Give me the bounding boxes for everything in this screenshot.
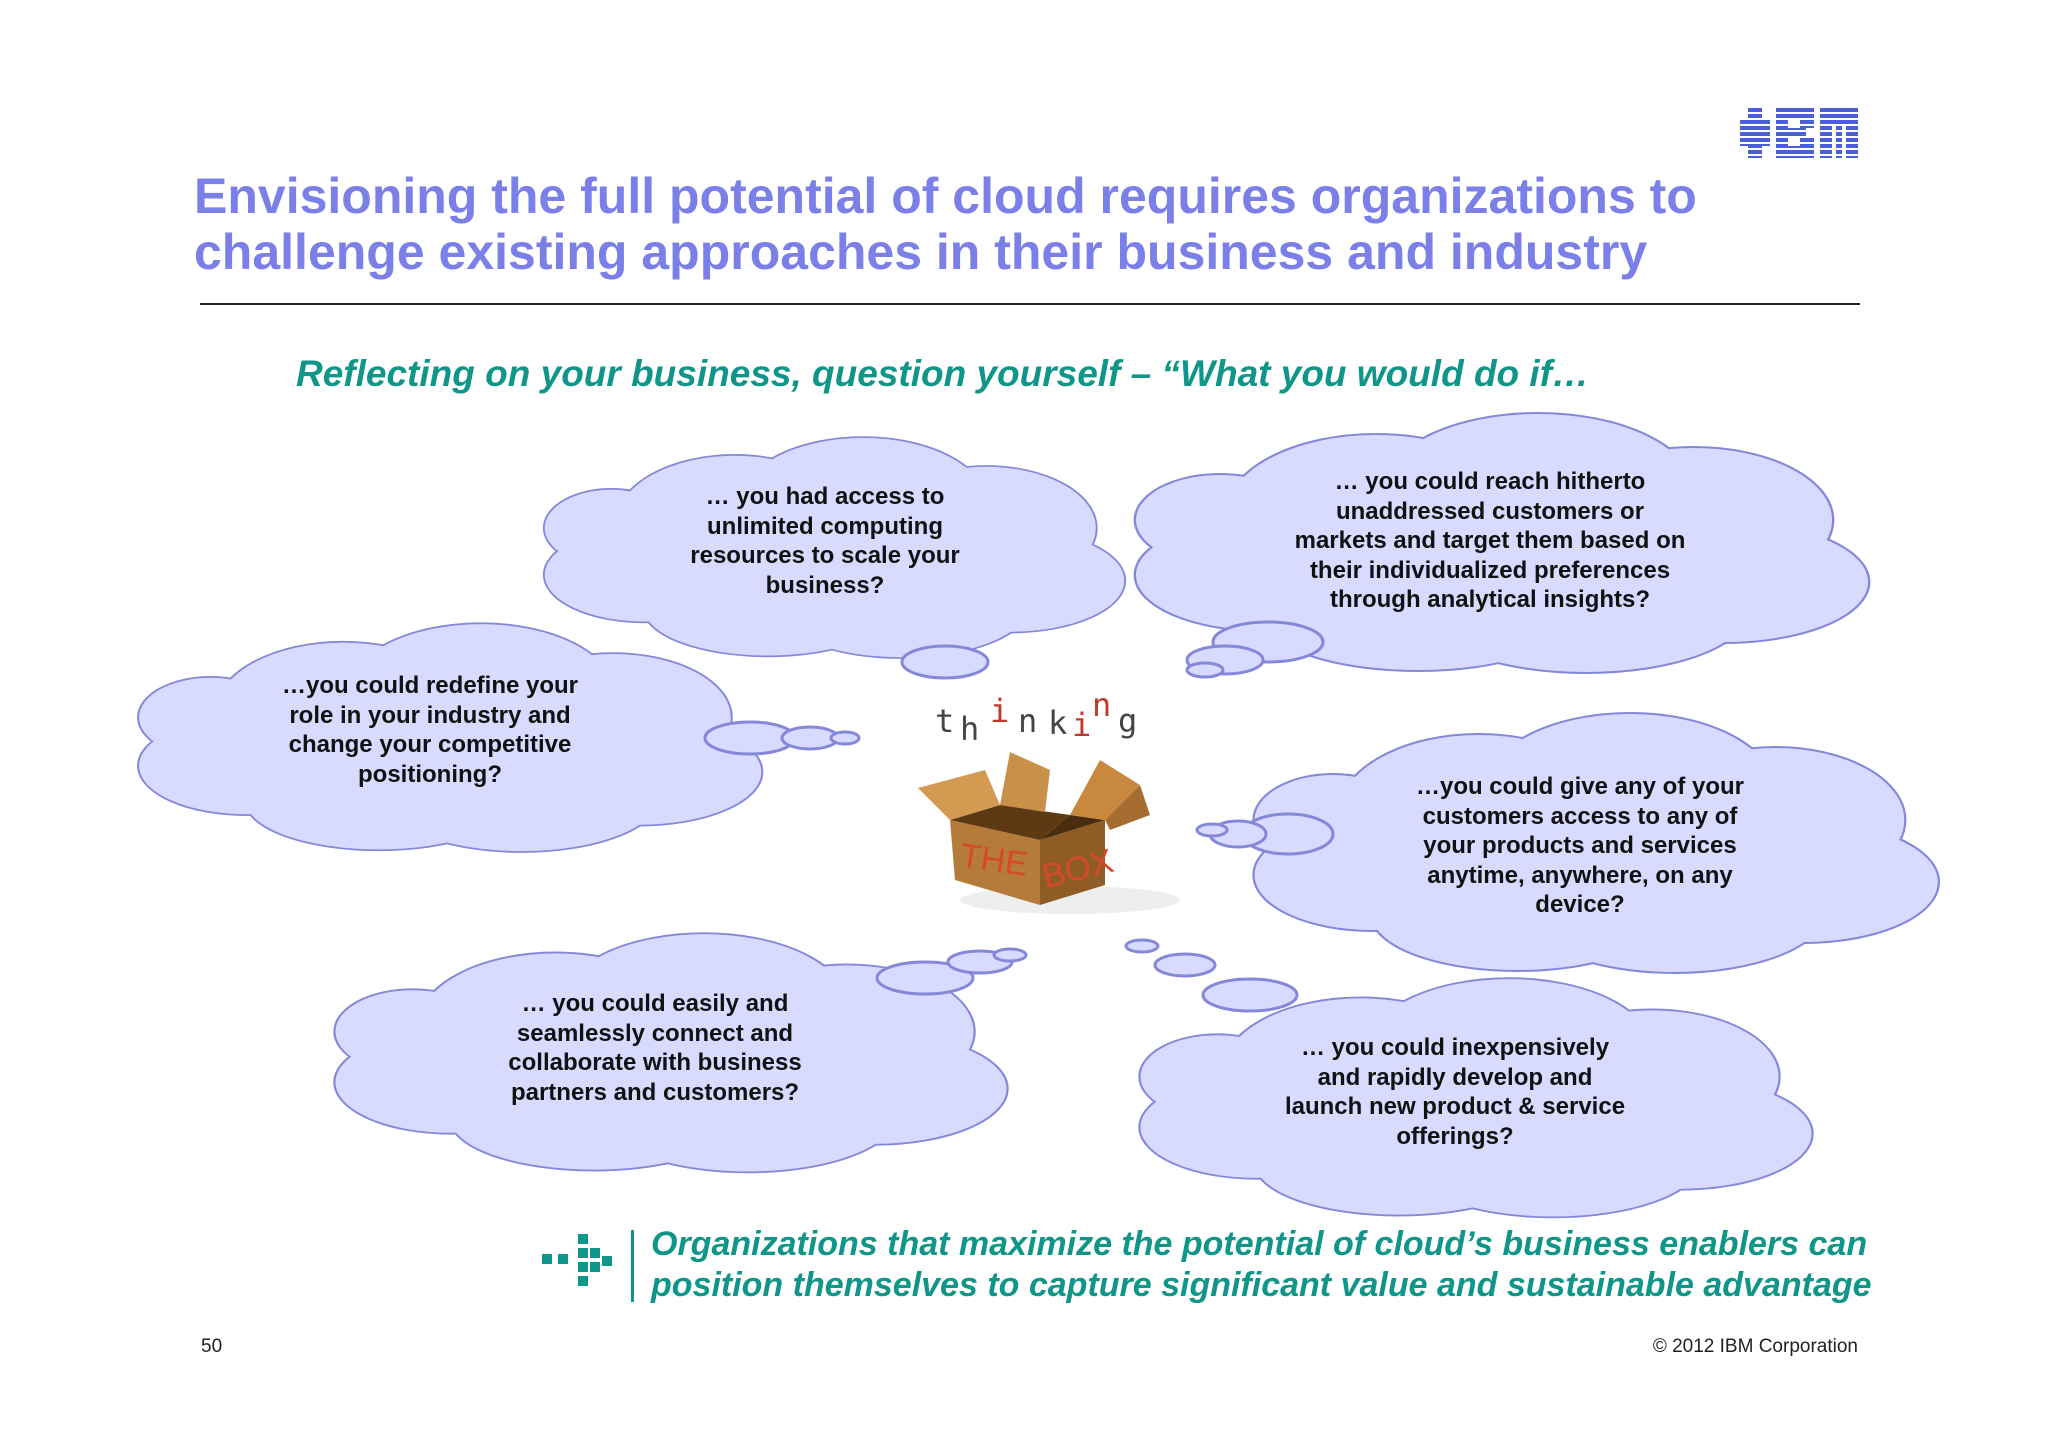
conclusion-text: Organizations that maximize the potentia…: [651, 1225, 1872, 1304]
title-divider: [200, 303, 1860, 305]
thinking-letter: k: [1048, 704, 1067, 742]
thinking-letter: n: [1092, 686, 1111, 724]
bubble-right-3: [1185, 661, 1225, 679]
bubble-bottom-left-3: [992, 947, 1028, 963]
cloud-3-text: …you could redefine your role in your in…: [281, 672, 579, 788]
bubble-left-3: [829, 730, 861, 746]
bubble-bottom-right-2: [1153, 952, 1217, 978]
title-line-2: challenge existing approaches in their b…: [194, 224, 1648, 280]
thinking-letter: h: [960, 710, 979, 748]
page-number: 50: [201, 1336, 223, 1357]
ibm-logo: [1740, 108, 1858, 158]
title-line-1: Envisioning the full potential of cloud …: [194, 168, 1697, 224]
bubble-top-1: [900, 644, 990, 680]
slide-title: Envisioning the full potential of cloud …: [194, 168, 1894, 280]
bubble-bottom-left-1: [875, 960, 975, 996]
bubble-bottom-right-1: [1201, 977, 1299, 1013]
thinking-letter: g: [1118, 702, 1137, 740]
slide-subtitle: Reflecting on your business, question yo…: [296, 353, 1590, 394]
cloud-6-text: … you could inexpensively and rapidly de…: [1284, 1034, 1626, 1150]
bubble-mid-right-3: [1195, 822, 1229, 838]
cloud-5-text: … you could easily and seamlessly connec…: [508, 990, 802, 1106]
cloud-4-text: …you could give any of your customers ac…: [1415, 773, 1745, 918]
conclusion-divider: [631, 1230, 634, 1302]
thinking-letter: t: [935, 702, 954, 740]
thinking-letter: n: [1018, 702, 1037, 740]
copyright: © 2012 IBM Corporation: [1652, 1336, 1858, 1357]
box-label-the: THE: [958, 837, 1031, 884]
the-box-graphic: THE BOX: [918, 752, 1180, 914]
thinking-word: t h i n k i n g: [935, 686, 1137, 748]
thinking-letter: i: [1072, 706, 1091, 744]
bubble-bottom-right-3: [1124, 938, 1160, 954]
cloud-1-text: … you had access to unlimited computing …: [690, 483, 960, 599]
thinking-letter: i: [990, 692, 1009, 730]
arrow-icon: [542, 1234, 612, 1286]
cloud-2-text: … you could reach hitherto unaddressed c…: [1294, 468, 1686, 613]
